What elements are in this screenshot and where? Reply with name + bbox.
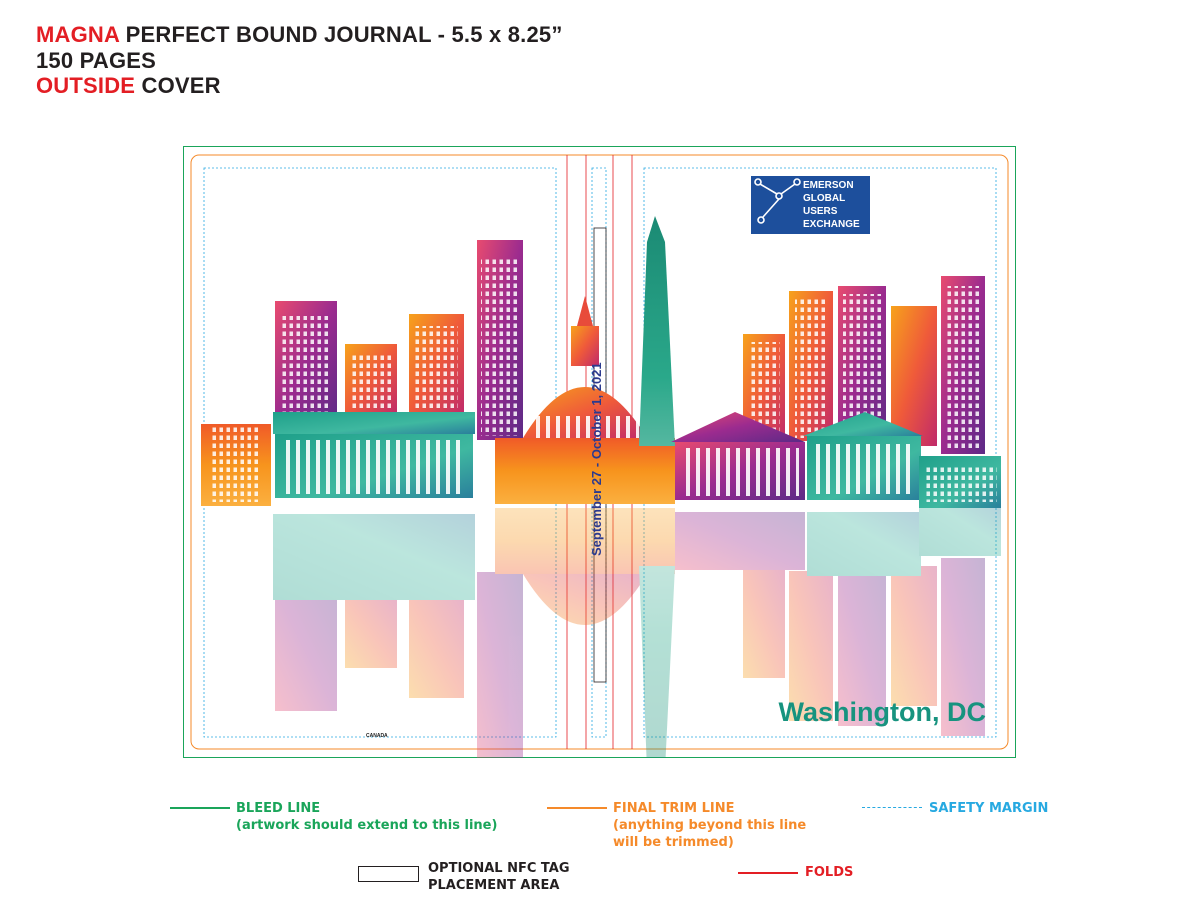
trim-legend-title: FINAL TRIM LINE [613, 801, 735, 816]
nfc-legend-title-1: OPTIONAL NFC TAG [428, 861, 570, 876]
header-line-3: OUTSIDE COVER [36, 73, 221, 98]
logo-line-2: GLOBAL [803, 193, 845, 204]
brand-name: MAGNA [36, 22, 120, 47]
logo-line-1: EMERSON [803, 180, 854, 191]
spine-date: September 27 - October 1, 2021 [589, 362, 604, 556]
skyline-artwork [201, 216, 1001, 758]
trim-legend-note-1: (anything beyond this line [613, 818, 807, 833]
nfc-legend-title-2: PLACEMENT AREA [428, 878, 560, 893]
safety-legend-swatch [862, 807, 922, 808]
cover-template: EMERSON GLOBAL USERS EXCHANGE September … [183, 146, 1016, 758]
side-label: OUTSIDE [36, 73, 136, 98]
bleed-legend: BLEED LINE (artwork should extend to thi… [236, 800, 497, 834]
trim-line [190, 154, 1009, 750]
safety-legend-title: SAFETY MARGIN [929, 801, 1049, 816]
bleed-legend-note: (artwork should extend to this line) [236, 818, 498, 833]
trim-legend-swatch [547, 807, 607, 809]
trim-legend: FINAL TRIM LINE (anything beyond this li… [613, 800, 806, 851]
emerson-logo: EMERSON GLOBAL USERS EXCHANGE [751, 176, 870, 234]
folds-legend-swatch [738, 872, 798, 874]
header-line-1: MAGNA PERFECT BOUND JOURNAL - 5.5 x 8.25… [36, 22, 563, 47]
nfc-legend: OPTIONAL NFC TAG PLACEMENT AREA [428, 860, 570, 894]
bleed-legend-title: BLEED LINE [236, 801, 321, 816]
cover-label: COVER [135, 73, 221, 98]
bleed-legend-swatch [170, 807, 230, 809]
safety-legend: SAFETY MARGIN [929, 800, 1048, 817]
bleed-line [183, 146, 1016, 758]
nfc-legend-swatch [358, 866, 419, 882]
page-count: 150 PAGES [36, 48, 157, 73]
folds-legend-title: FOLDS [805, 865, 854, 880]
network-icon [754, 178, 801, 224]
city-title: Washington, DC [779, 697, 986, 727]
product-title: PERFECT BOUND JOURNAL - 5.5 x 8.25” [119, 22, 563, 47]
logo-line-3: USERS [803, 206, 838, 217]
folds-legend: FOLDS [805, 864, 853, 881]
country-mark: CANADA [366, 733, 388, 739]
logo-line-4: EXCHANGE [803, 219, 860, 230]
trim-legend-note-2: will be trimmed) [613, 835, 734, 850]
